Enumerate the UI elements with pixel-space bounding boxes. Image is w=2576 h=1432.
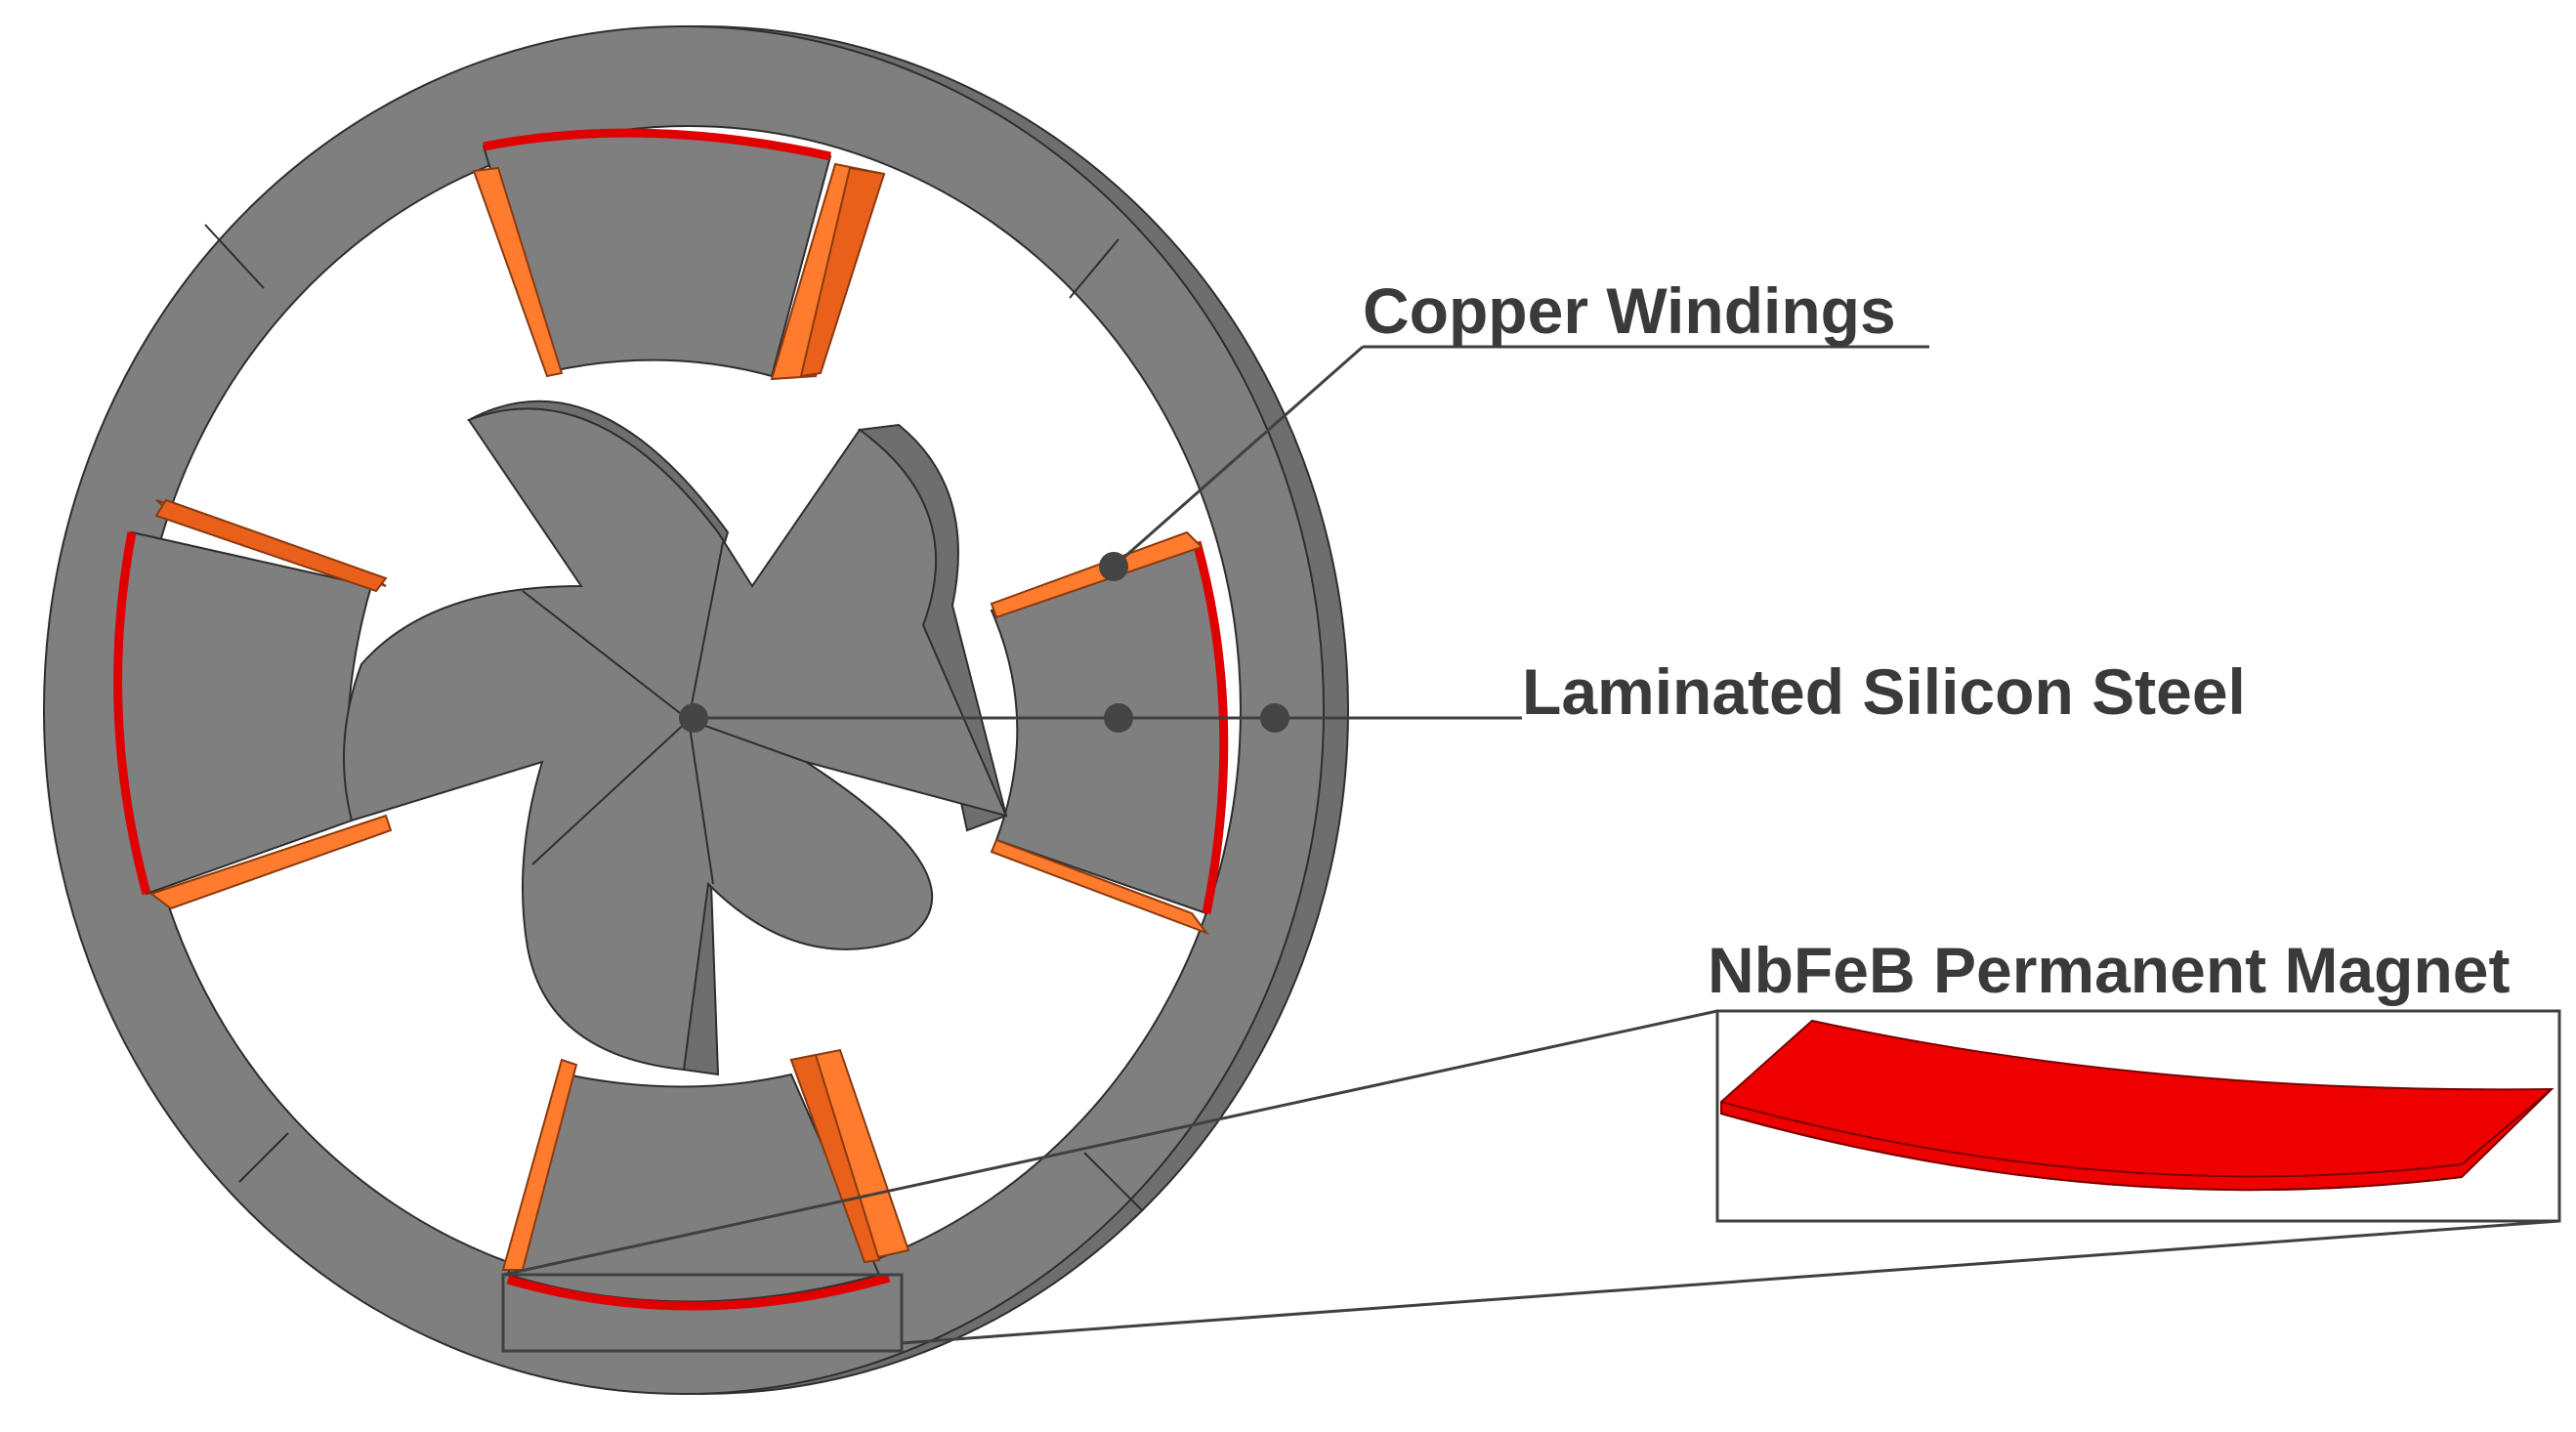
rotor [343,400,1008,1076]
stator-pole-left [113,498,393,910]
magnet-zoom-box [501,1273,904,1353]
magnet-bottom [506,1273,891,1311]
magnet-callout [501,1009,2561,1353]
laminated-silicon-steel-label: Laminated Silicon Steel [1522,655,2246,728]
permanent-magnet-label: NbFeB Permanent Magnet [1708,934,2511,1006]
magnet-right [1192,540,1229,914]
copper-windings-label: Copper Windings [1363,274,1896,347]
ring-dot [1260,703,1289,733]
copper-leader [1099,345,1929,581]
stator-pole-bottom [501,1048,910,1311]
pole-dot [1104,703,1133,733]
rotor-dot [679,703,708,733]
steel-leader [679,703,1522,733]
magnet-top [483,128,831,161]
copper-dot [1099,552,1128,581]
stator-pole-top [472,128,886,381]
magnet-left [113,531,151,896]
